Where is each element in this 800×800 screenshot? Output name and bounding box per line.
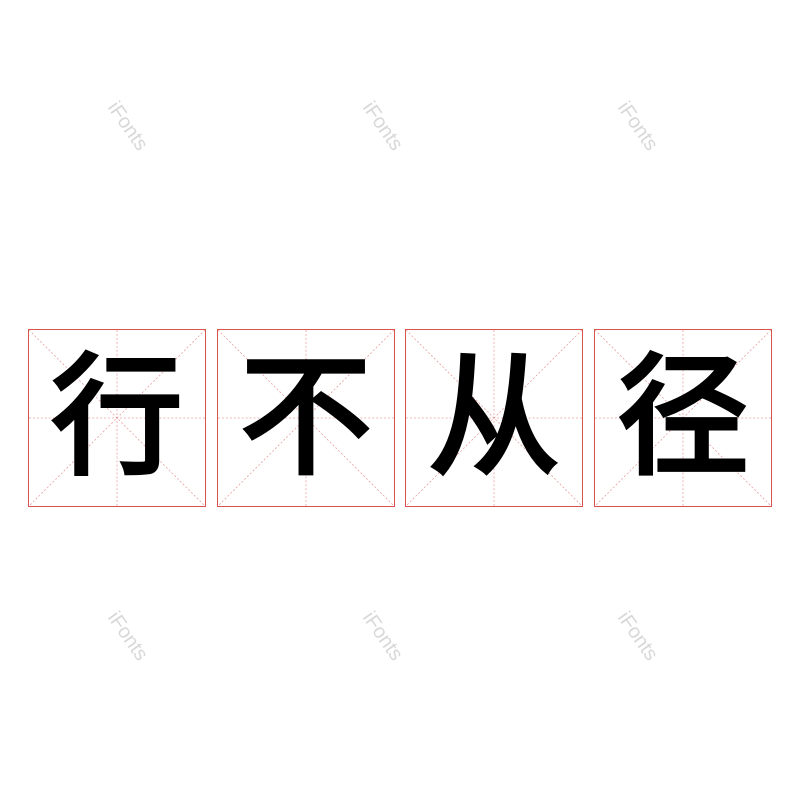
mi-grid-icon xyxy=(595,330,771,506)
watermark: iFonts xyxy=(103,607,153,665)
watermark: iFonts xyxy=(358,97,408,155)
watermark: iFonts xyxy=(103,97,153,155)
mi-grid-icon xyxy=(406,330,582,506)
char-tile-4: 径 xyxy=(594,329,772,507)
watermark: iFonts xyxy=(613,607,663,665)
mi-grid-icon xyxy=(218,330,394,506)
char-tile-3: 从 xyxy=(405,329,583,507)
char-glyph: 从 xyxy=(428,341,560,495)
watermark: iFonts xyxy=(613,97,663,155)
char-glyph: 径 xyxy=(617,341,749,495)
watermark: iFonts xyxy=(358,607,408,665)
char-glyph: 行 xyxy=(51,341,183,495)
phrase-tiles: 行 不 从 径 xyxy=(28,329,772,509)
char-glyph: 不 xyxy=(240,341,372,495)
char-tile-2: 不 xyxy=(217,329,395,507)
char-tile-1: 行 xyxy=(28,329,206,507)
mi-grid-icon xyxy=(29,330,205,506)
